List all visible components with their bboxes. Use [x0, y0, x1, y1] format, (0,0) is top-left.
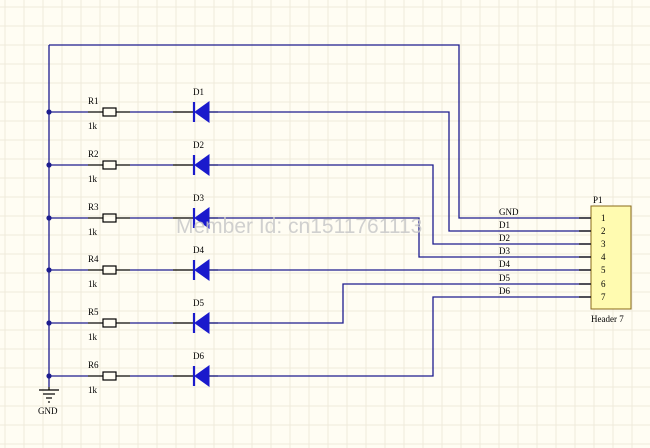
net-label: GND: [499, 207, 519, 217]
resistor-value: 1k: [88, 121, 98, 131]
connector-pin-number: 4: [601, 252, 606, 262]
connector-pin-number: 5: [601, 265, 606, 275]
diode-triangle: [194, 207, 210, 229]
diode-triangle: [194, 101, 210, 123]
watermark-text: Member Id: cn1511761113: [176, 215, 422, 238]
resistor-ref: R1: [88, 96, 99, 106]
resistor-body: [102, 318, 117, 328]
net-label: D3: [499, 246, 510, 256]
row-1: R1 1k D1: [46, 87, 218, 131]
connector-pin-number: 1: [601, 213, 606, 223]
diode-ref: D4: [193, 245, 204, 255]
diode-ref: D1: [193, 87, 204, 97]
resistor-value: 1k: [88, 174, 98, 184]
connector-pins: 1 2 3 4 5 6 7: [579, 213, 606, 302]
diode-ref: D5: [193, 298, 204, 308]
diode-triangle: [194, 259, 210, 281]
net-d6-wire: [210, 296, 591, 377]
net-d3-wire: [210, 217, 591, 258]
diode-triangle: [194, 312, 210, 334]
net-label: D5: [499, 273, 510, 283]
resistor-body: [102, 371, 117, 381]
resistor-ref: R4: [88, 254, 99, 264]
connector-name: Header 7: [591, 314, 624, 324]
resistor-body: [102, 107, 117, 117]
net-label: D2: [499, 233, 510, 243]
top-gnd-wire: [49, 44, 591, 219]
row-3: R3 1k D3: [46, 193, 218, 237]
connector-pin-number: 6: [601, 279, 606, 289]
resistor-value: 1k: [88, 385, 98, 395]
row-2: R2 1k D2: [46, 140, 218, 184]
connector-pin-number: 7: [601, 292, 606, 302]
resistor-ref: R5: [88, 307, 99, 317]
net-label: D1: [499, 220, 510, 230]
net-d1-wire: [210, 111, 591, 232]
connector-pin-number: 2: [601, 226, 606, 236]
resistor-value: 1k: [88, 279, 98, 289]
ground-symbol: [39, 387, 59, 403]
resistor-ref: R2: [88, 149, 99, 159]
resistor-body: [102, 213, 117, 223]
connector-pin-number: 3: [601, 239, 606, 249]
diode-triangle: [194, 154, 210, 176]
net-label: D6: [499, 286, 510, 296]
ground-label: GND: [38, 406, 58, 416]
resistor-value: 1k: [88, 332, 98, 342]
row-4: R4 1k D4: [46, 245, 218, 289]
net-d2-wire: [210, 164, 591, 245]
resistor-ref: R6: [88, 360, 99, 370]
row-5: R5 1k D5: [46, 298, 218, 342]
resistor-value: 1k: [88, 227, 98, 237]
resistor-body: [102, 160, 117, 170]
resistor-ref: R3: [88, 202, 99, 212]
net-label: D4: [499, 259, 510, 269]
diode-ref: D3: [193, 193, 204, 203]
diode-ref: D6: [193, 351, 204, 361]
row-6: R6 1k D6: [46, 351, 218, 395]
diode-triangle: [194, 365, 210, 387]
diode-ref: D2: [193, 140, 204, 150]
connector-body: [590, 205, 632, 310]
connector-ref: P1: [593, 195, 603, 205]
net-d5-wire: [210, 283, 591, 324]
